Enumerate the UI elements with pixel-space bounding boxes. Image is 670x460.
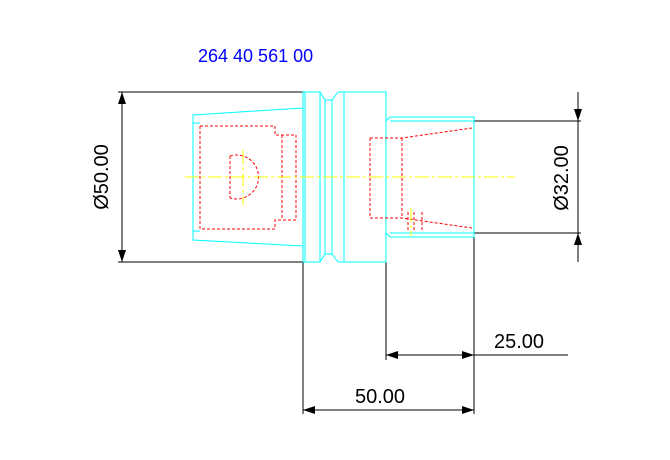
arrow-50-top xyxy=(118,92,126,104)
arrow-32-bottom xyxy=(574,233,582,245)
dim-shank-length: 25.00 xyxy=(494,331,544,353)
arrow-25-right xyxy=(462,351,474,359)
arrow-50-bottom xyxy=(118,250,126,262)
centerlines xyxy=(185,150,515,236)
dimension-arrows xyxy=(118,92,582,414)
dimension-lines xyxy=(118,91,581,414)
dim-shank-diameter: Ø32.00 xyxy=(551,145,573,211)
dim-overall-length: 50.00 xyxy=(355,386,405,408)
arrow-32-top xyxy=(574,109,582,121)
hidden-lines xyxy=(199,125,473,232)
arrow-25-left xyxy=(386,351,398,359)
part-number: 264 40 561 00 xyxy=(198,46,313,66)
dim-outer-diameter: Ø50.00 xyxy=(91,144,113,210)
arrow-50len-left xyxy=(303,406,315,414)
arrow-50len-right xyxy=(462,406,474,414)
